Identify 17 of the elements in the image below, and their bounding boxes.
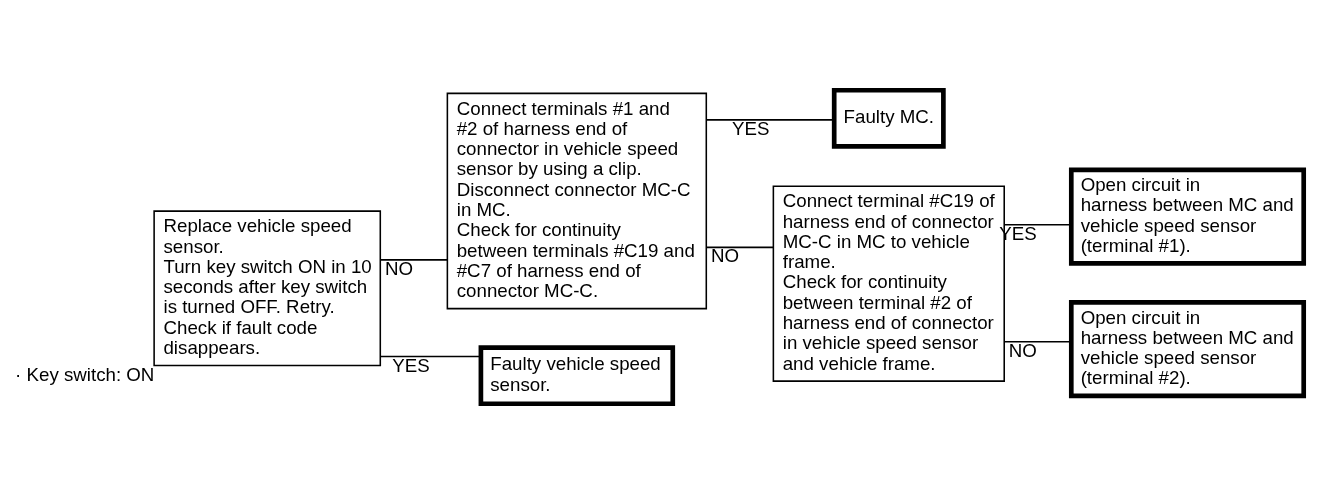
node-box: Open circuit in harness between MC and vehicle speed sensor (terminal #2). [1068,299,1307,398]
edge-label: YES [392,354,430,376]
edge-label: NO [710,244,739,266]
node-box: Faulty MC. [831,87,946,149]
edge-label: NO [1008,339,1037,361]
node-box: Connect terminals #1 and #2 of harness end of connector in vehicle speed sensor by using a clip. Disconnect connector MC-C in MC. Check for continuity between terminals #C19 and #C7 of harness end of connector MC-C. [446,92,708,309]
connector [705,246,774,248]
connector [379,258,449,261]
connector [1003,340,1072,343]
node-label: · Key switch: ON [15,363,155,385]
node-box: Open circuit in harness between MC and vehicle speed sensor (terminal #1). [1068,166,1307,266]
edge-label: NO [384,257,413,279]
edge-label: YES [732,117,770,139]
connector [705,118,835,121]
connector [379,355,482,357]
node-box: Replace vehicle speed sensor. Turn key switch ON in 10 seconds after key switch is turned OFF. Retry. Check if fault code disappears. [153,209,382,366]
node-box: Faulty vehicle speed sensor. [478,344,676,406]
